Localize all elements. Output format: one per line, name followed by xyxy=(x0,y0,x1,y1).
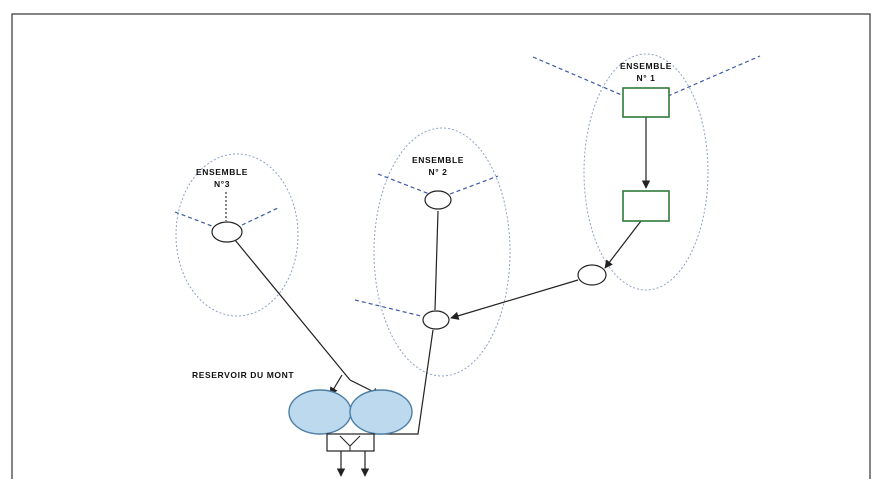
ens2-branch-left xyxy=(377,173,433,196)
ens1-branch-left xyxy=(532,56,625,97)
ens3-branch-left xyxy=(174,211,213,227)
pipe-box2-node xyxy=(604,220,642,269)
pipe-node-ens2 xyxy=(450,279,579,320)
ensemble-3-label-line2: N°3 xyxy=(214,179,230,189)
reservoir-tank-right xyxy=(349,389,413,435)
ensemble-1-boundary xyxy=(583,53,709,291)
pipe-ens2-top-down xyxy=(434,210,439,311)
pipes xyxy=(234,117,651,435)
reservoir-label: RESERVOIR DU MONT xyxy=(192,370,294,380)
ensemble-3-label-line1: ENSEMBLE xyxy=(196,167,248,177)
ens3-node xyxy=(211,221,243,243)
ens3-branch-right xyxy=(241,207,279,226)
ens2-branch-right xyxy=(449,175,499,195)
ens1-branch-right xyxy=(667,55,761,97)
ens2-top-node xyxy=(424,190,452,210)
ensemble-2-label-line1: ENSEMBLE xyxy=(412,155,464,165)
junction-nodes xyxy=(211,190,607,330)
ensemble-3-boundary xyxy=(175,153,299,317)
ensemble-1-label-line2: N° 1 xyxy=(636,73,655,83)
reservoir-tank-left xyxy=(288,389,352,435)
ensemble-2-boundary xyxy=(373,127,511,377)
outer-frame xyxy=(11,13,871,484)
dashed-branches xyxy=(174,55,761,317)
pipe-ens3-to-reservoir xyxy=(234,239,351,381)
ensemble-1-label-line1: ENSEMBLE xyxy=(620,61,672,71)
ens1-box-top xyxy=(622,87,670,118)
ens2-lower-branch xyxy=(354,299,422,317)
ens2-junction-node xyxy=(422,310,450,330)
ens1-box-bottom xyxy=(622,190,670,222)
ens1-outlet-node xyxy=(577,264,607,286)
ensemble-2-label-line2: N° 2 xyxy=(428,167,447,177)
